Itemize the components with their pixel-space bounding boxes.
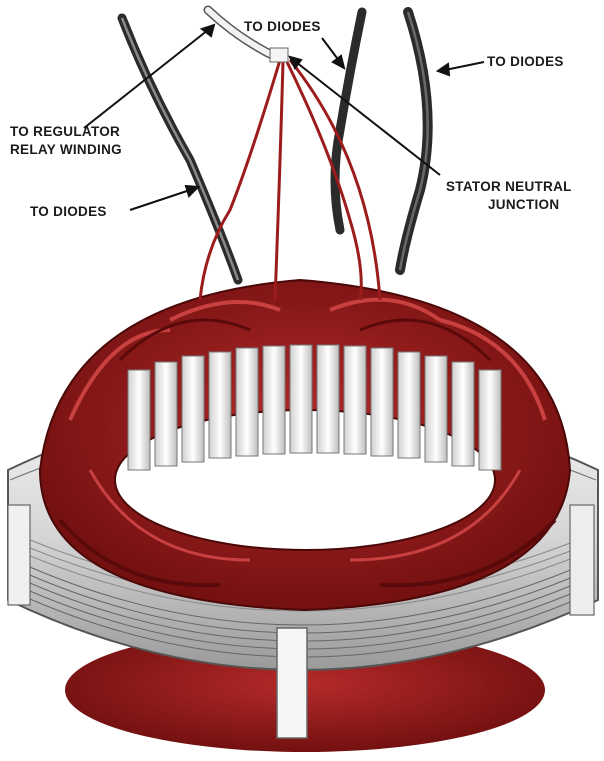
lead-wire-right <box>400 12 428 270</box>
label-to-regulator: TO REGULATOR RELAY WINDING <box>10 123 122 159</box>
label-to-diodes-top: TO DIODES <box>244 18 321 36</box>
lead-wire-center <box>335 12 362 230</box>
lead-wires <box>122 10 428 300</box>
label-stator-neutral-line1: STATOR NEUTRAL <box>446 178 572 196</box>
label-stator-neutral: STATOR NEUTRAL JUNCTION <box>446 178 572 214</box>
label-to-regulator-line2: RELAY WINDING <box>10 141 122 159</box>
label-to-diodes-right: TO DIODES <box>487 53 564 71</box>
label-stator-neutral-line2: JUNCTION <box>446 196 572 214</box>
label-to-diodes-left: TO DIODES <box>30 203 107 221</box>
label-to-regulator-line1: TO REGULATOR <box>10 123 122 141</box>
